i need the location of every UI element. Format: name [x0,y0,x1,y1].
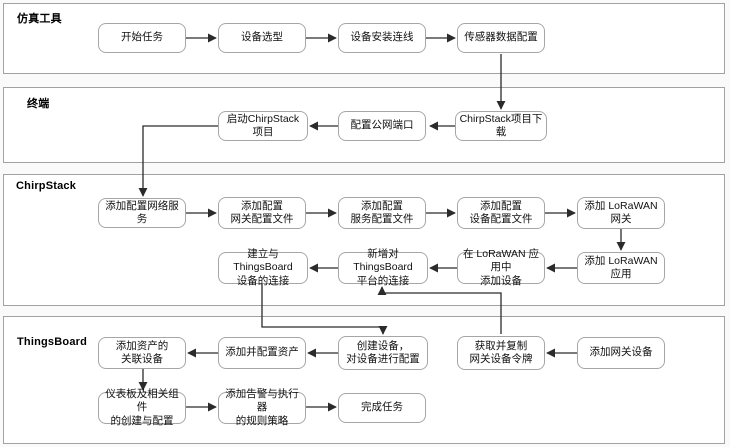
node-add-configure-asset: 添加并配置资产 [218,337,306,369]
node-dashboard-creation: 仪表板及相关组件 的创建与配置 [98,388,186,427]
node-add-device-profile: 添加配置 设备配置文件 [457,197,545,229]
node-add-lorawan-gateway: 添加 LoRaWAN 网关 [577,197,665,229]
node-device-selection: 设备选型 [218,23,306,53]
node-alarm-rule-strategy: 添加告警与执行器 的规则策略 [218,388,306,427]
node-start-task: 开始任务 [98,23,186,53]
node-add-device-in-app: 在 LoRaWAN 应用中 添加设备 [457,248,545,287]
lane-label-simulation-tools: 仿真工具 [17,13,62,25]
node-device-install-wiring: 设备安装连线 [338,23,426,53]
node-add-service-profile: 添加配置 服务配置文件 [338,197,426,229]
lane-label-chirpstack: ChirpStack [16,180,77,192]
node-add-network-server: 添加配置网络服务 [98,198,186,228]
node-add-thingsboard-connection: 新增对ThingsBoard 平台的连接 [338,248,428,287]
lane-label-thingsboard: ThingsBoard [17,336,88,348]
node-create-configure-device: 创建设备， 对设备进行配置 [338,336,428,370]
node-start-chirpstack: 启动ChirpStack项目 [218,111,308,141]
node-add-asset-related-devices: 添加资产的 关联设备 [98,337,186,369]
node-copy-gateway-token: 获取并复制 网关设备令牌 [457,336,545,370]
node-sensor-data-config: 传感器数据配置 [457,23,545,53]
node-add-gateway-device: 添加网关设备 [577,337,665,369]
node-chirpstack-download: ChirpStack项目下载 [455,111,547,141]
node-finish-task: 完成任务 [338,393,426,423]
node-establish-device-connection: 建立与ThingsBoard 设备的连接 [218,248,308,287]
lane-label-terminal: 终端 [27,98,50,110]
node-public-port-config: 配置公网端口 [338,111,426,141]
node-add-lorawan-app: 添加 LoRaWAN 应用 [577,252,665,284]
node-add-gateway-profile: 添加配置 网关配置文件 [218,197,306,229]
